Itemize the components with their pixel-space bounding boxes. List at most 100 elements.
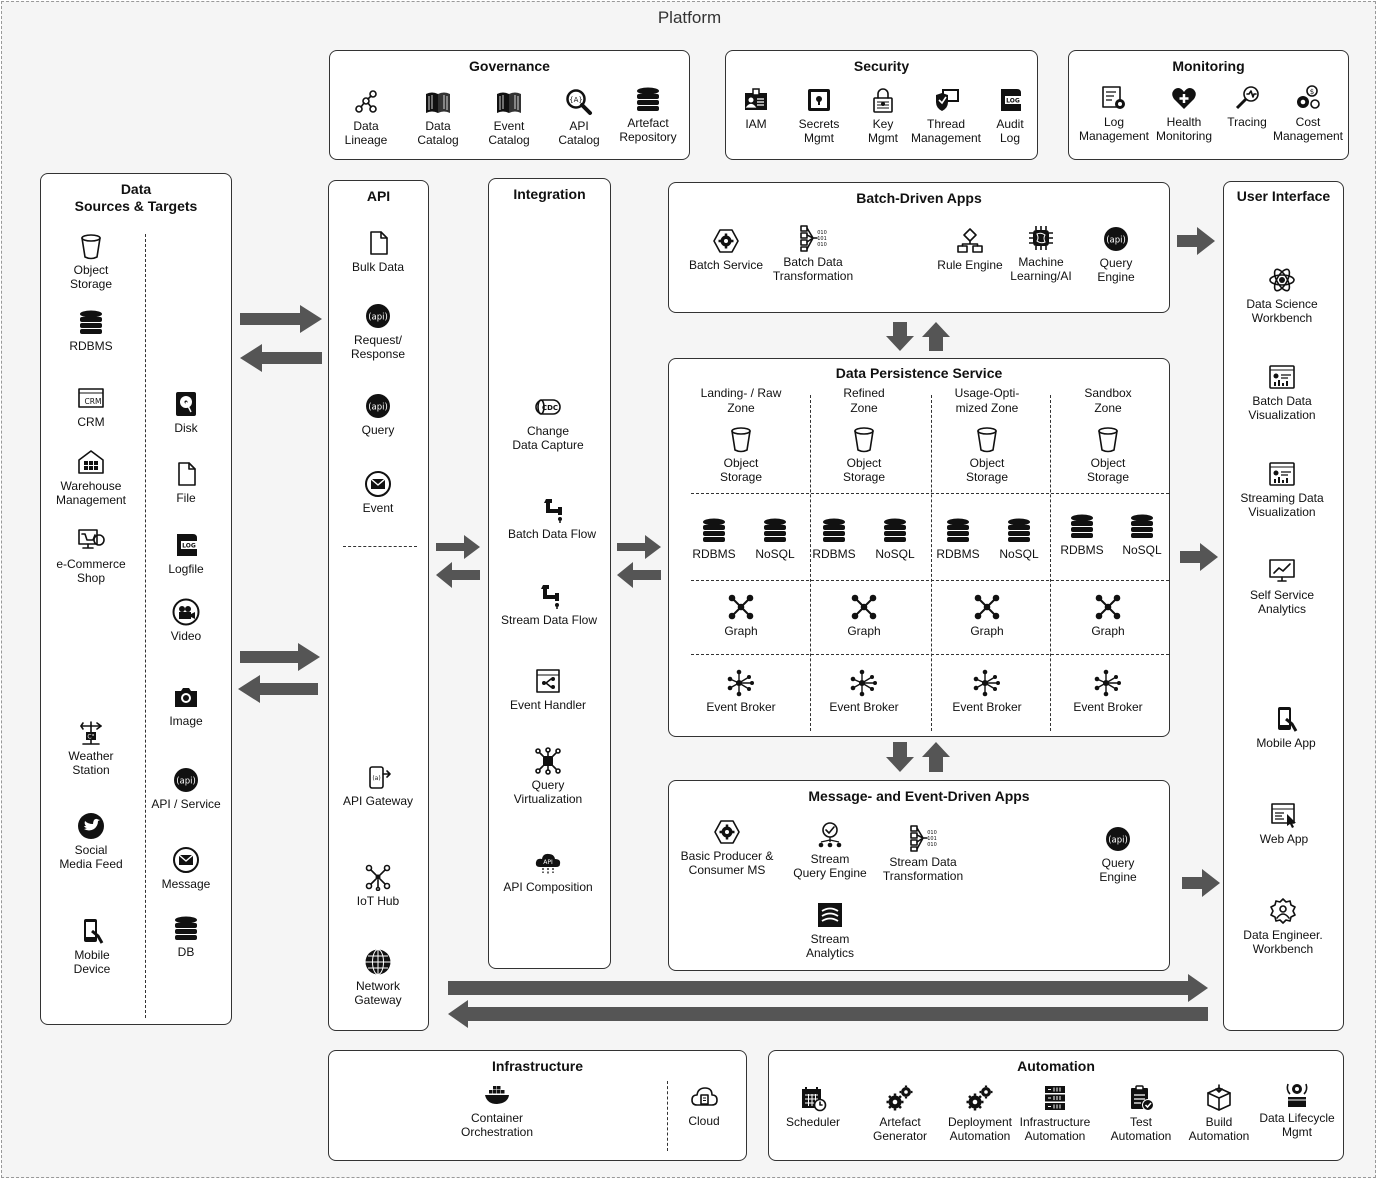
tracing-icon <box>1235 86 1259 110</box>
zone-rdbms-label: RDBMS <box>1060 543 1104 557</box>
arrow-left <box>436 562 480 588</box>
gear-hex-icon <box>714 820 740 844</box>
component-label: e-Commerce Shop <box>56 557 126 585</box>
component-data-science-workbench: Data Science Workbench <box>1227 266 1337 325</box>
arrow-left <box>238 675 318 703</box>
component-basic-producer-consumer-ms: Basic Producer & Consumer MS <box>672 818 782 877</box>
pipe-icon <box>541 585 559 609</box>
component-secrets-mgmt: Secrets Mgmt <box>764 86 874 145</box>
automation-box: Automation <box>768 1050 1344 1161</box>
zone-nosql-label: NoSQL <box>999 547 1039 561</box>
query-virtualization-icon <box>535 747 561 775</box>
svg-text:C°: C° <box>87 734 94 741</box>
component-iam: IAM <box>701 86 811 131</box>
api-icon: (api) <box>366 304 390 328</box>
component-bulk-data: Bulk Data <box>323 229 433 274</box>
component-stream-data-flow: Stream Data Flow <box>494 582 604 627</box>
component-label: Log Management <box>1078 115 1150 143</box>
component-event-handler: Event Handler <box>493 667 603 712</box>
svg-text:(a): (a) <box>372 775 380 782</box>
integration-box: Integration <box>488 178 611 969</box>
zone-object-storage-label: Object Storage <box>1086 456 1130 484</box>
component-label: Audit Log <box>996 117 1024 145</box>
stream-analytics-icon <box>818 903 842 927</box>
api-gateway-icon: (a) <box>369 766 391 789</box>
atom-icon <box>1269 268 1295 292</box>
component-query: (api) Query <box>323 392 433 437</box>
component-label: Deployment Automation <box>947 1115 1013 1143</box>
component-label: Thread Management <box>910 117 982 145</box>
component-weather-station: C°Weather Station <box>36 718 146 777</box>
gear-hex-icon <box>713 229 739 253</box>
component-label: Stream Query Engine <box>793 852 867 880</box>
component-label: Bulk Data <box>351 260 405 274</box>
zone-divider <box>810 395 811 731</box>
persistence-title: Data Persistence Service <box>835 365 1003 381</box>
video-icon <box>172 598 200 626</box>
event-broker-icon <box>1094 669 1121 697</box>
component-video: Video <box>131 598 241 643</box>
component-iot-hub: IoT Hub <box>323 863 433 908</box>
svg-text:(api): (api) <box>368 313 388 323</box>
file-icon <box>178 462 196 486</box>
zone-event-broker-label: Event Broker <box>1073 700 1143 714</box>
component-api-catalog: {A}API Catalog <box>524 88 634 147</box>
zone-divider <box>931 395 932 731</box>
component-label: Batch Data Visualization <box>1248 394 1316 422</box>
svg-text:CDC: CDC <box>542 404 558 412</box>
component-label: API Catalog <box>558 119 600 147</box>
component-batch-data-visualization: Batch Data Visualization <box>1227 363 1337 422</box>
component-test-automation: Test Automation <box>1086 1084 1196 1143</box>
component-mobile-device: Mobile Device <box>37 917 147 976</box>
component-batch-data-flow: Batch Data Flow <box>497 496 607 541</box>
component-artefact-generator: Artefact Generator <box>845 1084 955 1143</box>
api-icon: (api) <box>174 768 198 792</box>
zone-nosql-label: NoSQL <box>755 547 795 561</box>
zone-graph: Graph <box>809 593 919 638</box>
component-tracing: Tracing <box>1192 84 1302 129</box>
component-label: Stream Data Flow <box>500 613 598 627</box>
mobile-icon <box>1278 707 1298 732</box>
bucket-icon <box>977 427 997 453</box>
component-data-lineage: Data Lineage <box>311 88 421 147</box>
heart-icon <box>1172 88 1196 109</box>
message-apps-title: Message- and Event-Driven Apps <box>808 788 1030 804</box>
svg-text:LOG: LOG <box>1006 98 1020 105</box>
zone-object-storage: Object Storage <box>1053 425 1163 484</box>
component-key-mgmt: Key Mgmt <box>828 86 938 145</box>
component-label: API Gateway <box>342 794 414 808</box>
crm-icon: CRM <box>78 388 104 408</box>
component-label: Stream Analytics <box>805 932 855 960</box>
component-label: Test Automation <box>1110 1115 1172 1143</box>
component-cost-management: $Cost Management <box>1253 84 1363 143</box>
component-label: Event Catalog <box>488 119 530 147</box>
globe-icon <box>365 949 391 975</box>
component-label: Batch Data Flow <box>507 527 597 541</box>
component-label: Streaming Data Visualization <box>1240 491 1324 519</box>
clipboard-check-icon <box>1131 1085 1154 1111</box>
svg-text:101: 101 <box>927 836 937 842</box>
component-batch-service: Batch Service <box>671 227 781 272</box>
component-object-storage: Object Storage <box>36 232 146 291</box>
component-streaming-data-visualization: Streaming Data Visualization <box>1227 460 1337 519</box>
mobile-icon <box>84 919 104 944</box>
svg-text:(api): (api) <box>368 403 388 413</box>
component-event-catalog: Event Catalog <box>454 88 564 147</box>
database-icon <box>823 518 845 542</box>
log-icon: LOG <box>177 534 197 556</box>
component-label: Query <box>361 423 395 437</box>
message-apps-box: Message- and Event-Driven Apps <box>668 780 1170 971</box>
component-web-app: Web App <box>1229 801 1339 846</box>
graph-icon <box>728 594 754 620</box>
zone-rdbms: RDBMS <box>779 516 889 561</box>
browser-icon <box>1271 803 1296 828</box>
zone-event-broker: Event Broker <box>932 669 1042 714</box>
gear-user-icon <box>1270 898 1296 924</box>
zone-graph-label: Graph <box>847 624 881 638</box>
weather-station-icon: C° <box>80 721 102 745</box>
